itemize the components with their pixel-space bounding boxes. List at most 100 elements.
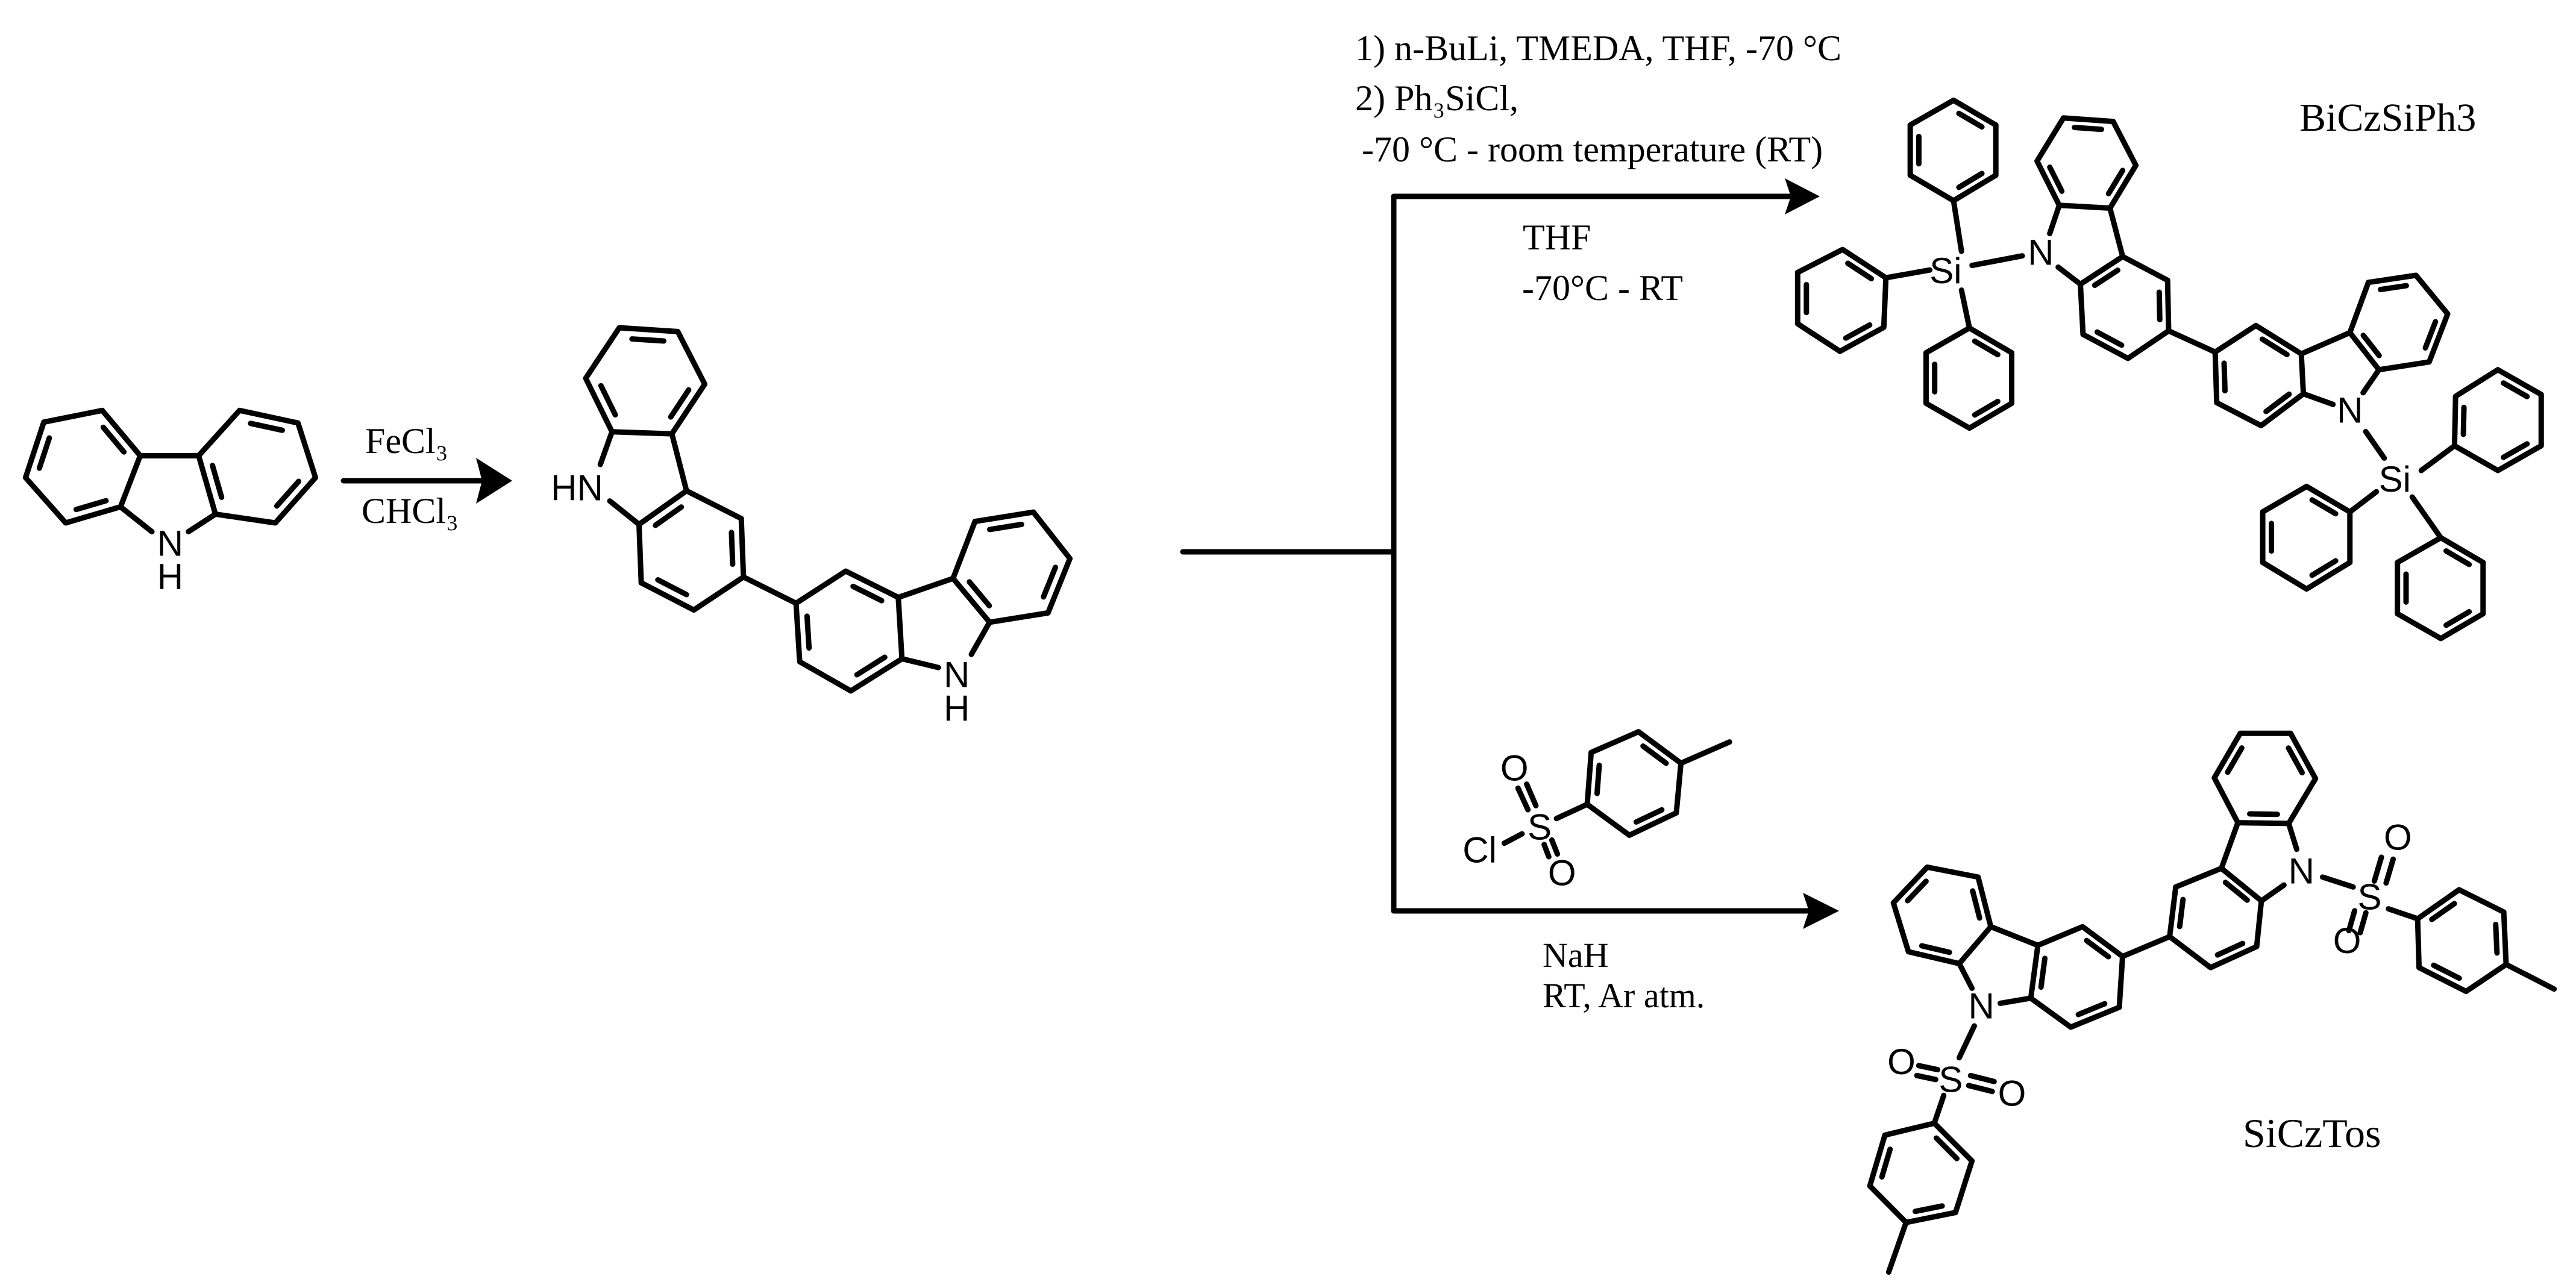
bond xyxy=(2357,910,2369,936)
atom-label-o: O xyxy=(2384,817,2412,857)
double-bond xyxy=(1956,170,1985,190)
bond xyxy=(1524,781,1539,808)
atom-label-si: Si xyxy=(2379,459,2411,499)
step1-solvent: CHCl₃ xyxy=(362,491,459,531)
atom-label-si: Si xyxy=(1929,251,1961,291)
bond xyxy=(1549,837,1561,857)
double-bond xyxy=(804,613,812,651)
product-label-siczTos: SiCzTos xyxy=(2243,1110,2381,1156)
bond xyxy=(1956,961,1975,991)
bond xyxy=(2347,489,2380,515)
tosyl-conditions: RT, Ar atm. xyxy=(1543,976,1705,1015)
bond xyxy=(1967,1072,1997,1084)
double-bond xyxy=(1970,888,1982,921)
bond xyxy=(2383,856,2396,886)
bond xyxy=(1515,785,1531,813)
double-bond xyxy=(2038,955,2048,990)
bond xyxy=(186,511,219,535)
atom-label-o: O xyxy=(1548,852,1576,893)
double-bond xyxy=(100,424,127,455)
double-bond xyxy=(274,478,302,509)
ring xyxy=(2415,887,2509,995)
double-bond xyxy=(2176,896,2186,930)
bond xyxy=(2409,494,2444,541)
double-bond xyxy=(2501,380,2530,399)
bond xyxy=(607,498,642,527)
double-bond xyxy=(2094,329,2125,348)
bond xyxy=(1885,1219,1909,1275)
bond xyxy=(1956,1023,1977,1061)
ring xyxy=(2212,322,2307,428)
bond xyxy=(1988,924,2041,948)
double-bond xyxy=(2493,921,2500,956)
double-bond xyxy=(2221,360,2228,394)
ring xyxy=(1923,325,2014,431)
ring xyxy=(1584,729,1684,838)
atom-label-h: H xyxy=(157,557,183,597)
double-bond xyxy=(2286,745,2305,776)
bond xyxy=(2258,882,2287,904)
double-bond xyxy=(2443,609,2472,628)
double-bond xyxy=(1972,338,2001,358)
atom-label-n: N xyxy=(1969,986,1995,1027)
double-bond xyxy=(1879,1146,1893,1180)
atom-label-n: N xyxy=(2337,390,2363,431)
atom-label-h: H xyxy=(944,688,970,728)
bond xyxy=(2047,202,2062,237)
atom-label-s: S xyxy=(1938,1059,1963,1099)
bond xyxy=(899,656,941,671)
bond xyxy=(1914,1072,1938,1083)
ring xyxy=(636,488,747,613)
double-bond xyxy=(2309,497,2339,517)
double-bond xyxy=(2156,289,2163,323)
double-bond xyxy=(967,579,992,608)
bond xyxy=(2418,443,2457,474)
double-bond xyxy=(1843,322,1873,341)
double-bond xyxy=(2047,164,2065,194)
bond xyxy=(2107,205,2126,260)
bond xyxy=(2346,908,2358,934)
step1-reagent: FeCl₃ xyxy=(365,421,448,461)
double-bond xyxy=(2460,404,2467,437)
double-bond xyxy=(1633,807,1665,825)
double-bond xyxy=(1956,110,1985,130)
bond xyxy=(2319,874,2356,890)
double-bond xyxy=(850,583,885,604)
atom-label-n: N xyxy=(157,523,183,563)
atom-label-n: N xyxy=(2028,232,2054,272)
bond xyxy=(669,431,689,494)
bond xyxy=(2120,934,2173,960)
arrow-step1 xyxy=(340,458,512,504)
double-bond xyxy=(1041,564,1059,600)
atom-label-o: O xyxy=(2333,921,2361,961)
double-bond xyxy=(2072,125,2104,133)
bond xyxy=(1883,267,1933,281)
atom-label-o: O xyxy=(1998,1074,2026,1114)
silyl-condition-line2: 2) Ph₃SiCl, xyxy=(1355,78,1518,118)
bond xyxy=(2055,264,2084,287)
double-bond xyxy=(1640,743,1669,766)
ring xyxy=(793,568,905,694)
atom-label-n: N xyxy=(944,655,970,695)
double-bond xyxy=(1594,762,1602,796)
double-bond xyxy=(2105,167,2126,196)
double-bond xyxy=(2075,1001,2108,1018)
double-bond xyxy=(1933,1135,1960,1162)
tosyl-base: NaH xyxy=(1543,936,1609,975)
bond xyxy=(1997,995,2034,1006)
double-bond xyxy=(2360,333,2382,358)
double-bond xyxy=(1919,943,1952,955)
atom-label-s: S xyxy=(1528,807,1552,848)
double-bond xyxy=(598,383,618,418)
bond xyxy=(2360,367,2382,396)
bond xyxy=(2166,328,2218,355)
ring xyxy=(1794,246,1889,354)
double-bond xyxy=(2084,937,2111,960)
double-bond xyxy=(2309,558,2339,578)
product-label-bicz-siph3: BiCzSiPh3 xyxy=(2299,96,2476,140)
atom-label-n: N xyxy=(2289,851,2314,891)
